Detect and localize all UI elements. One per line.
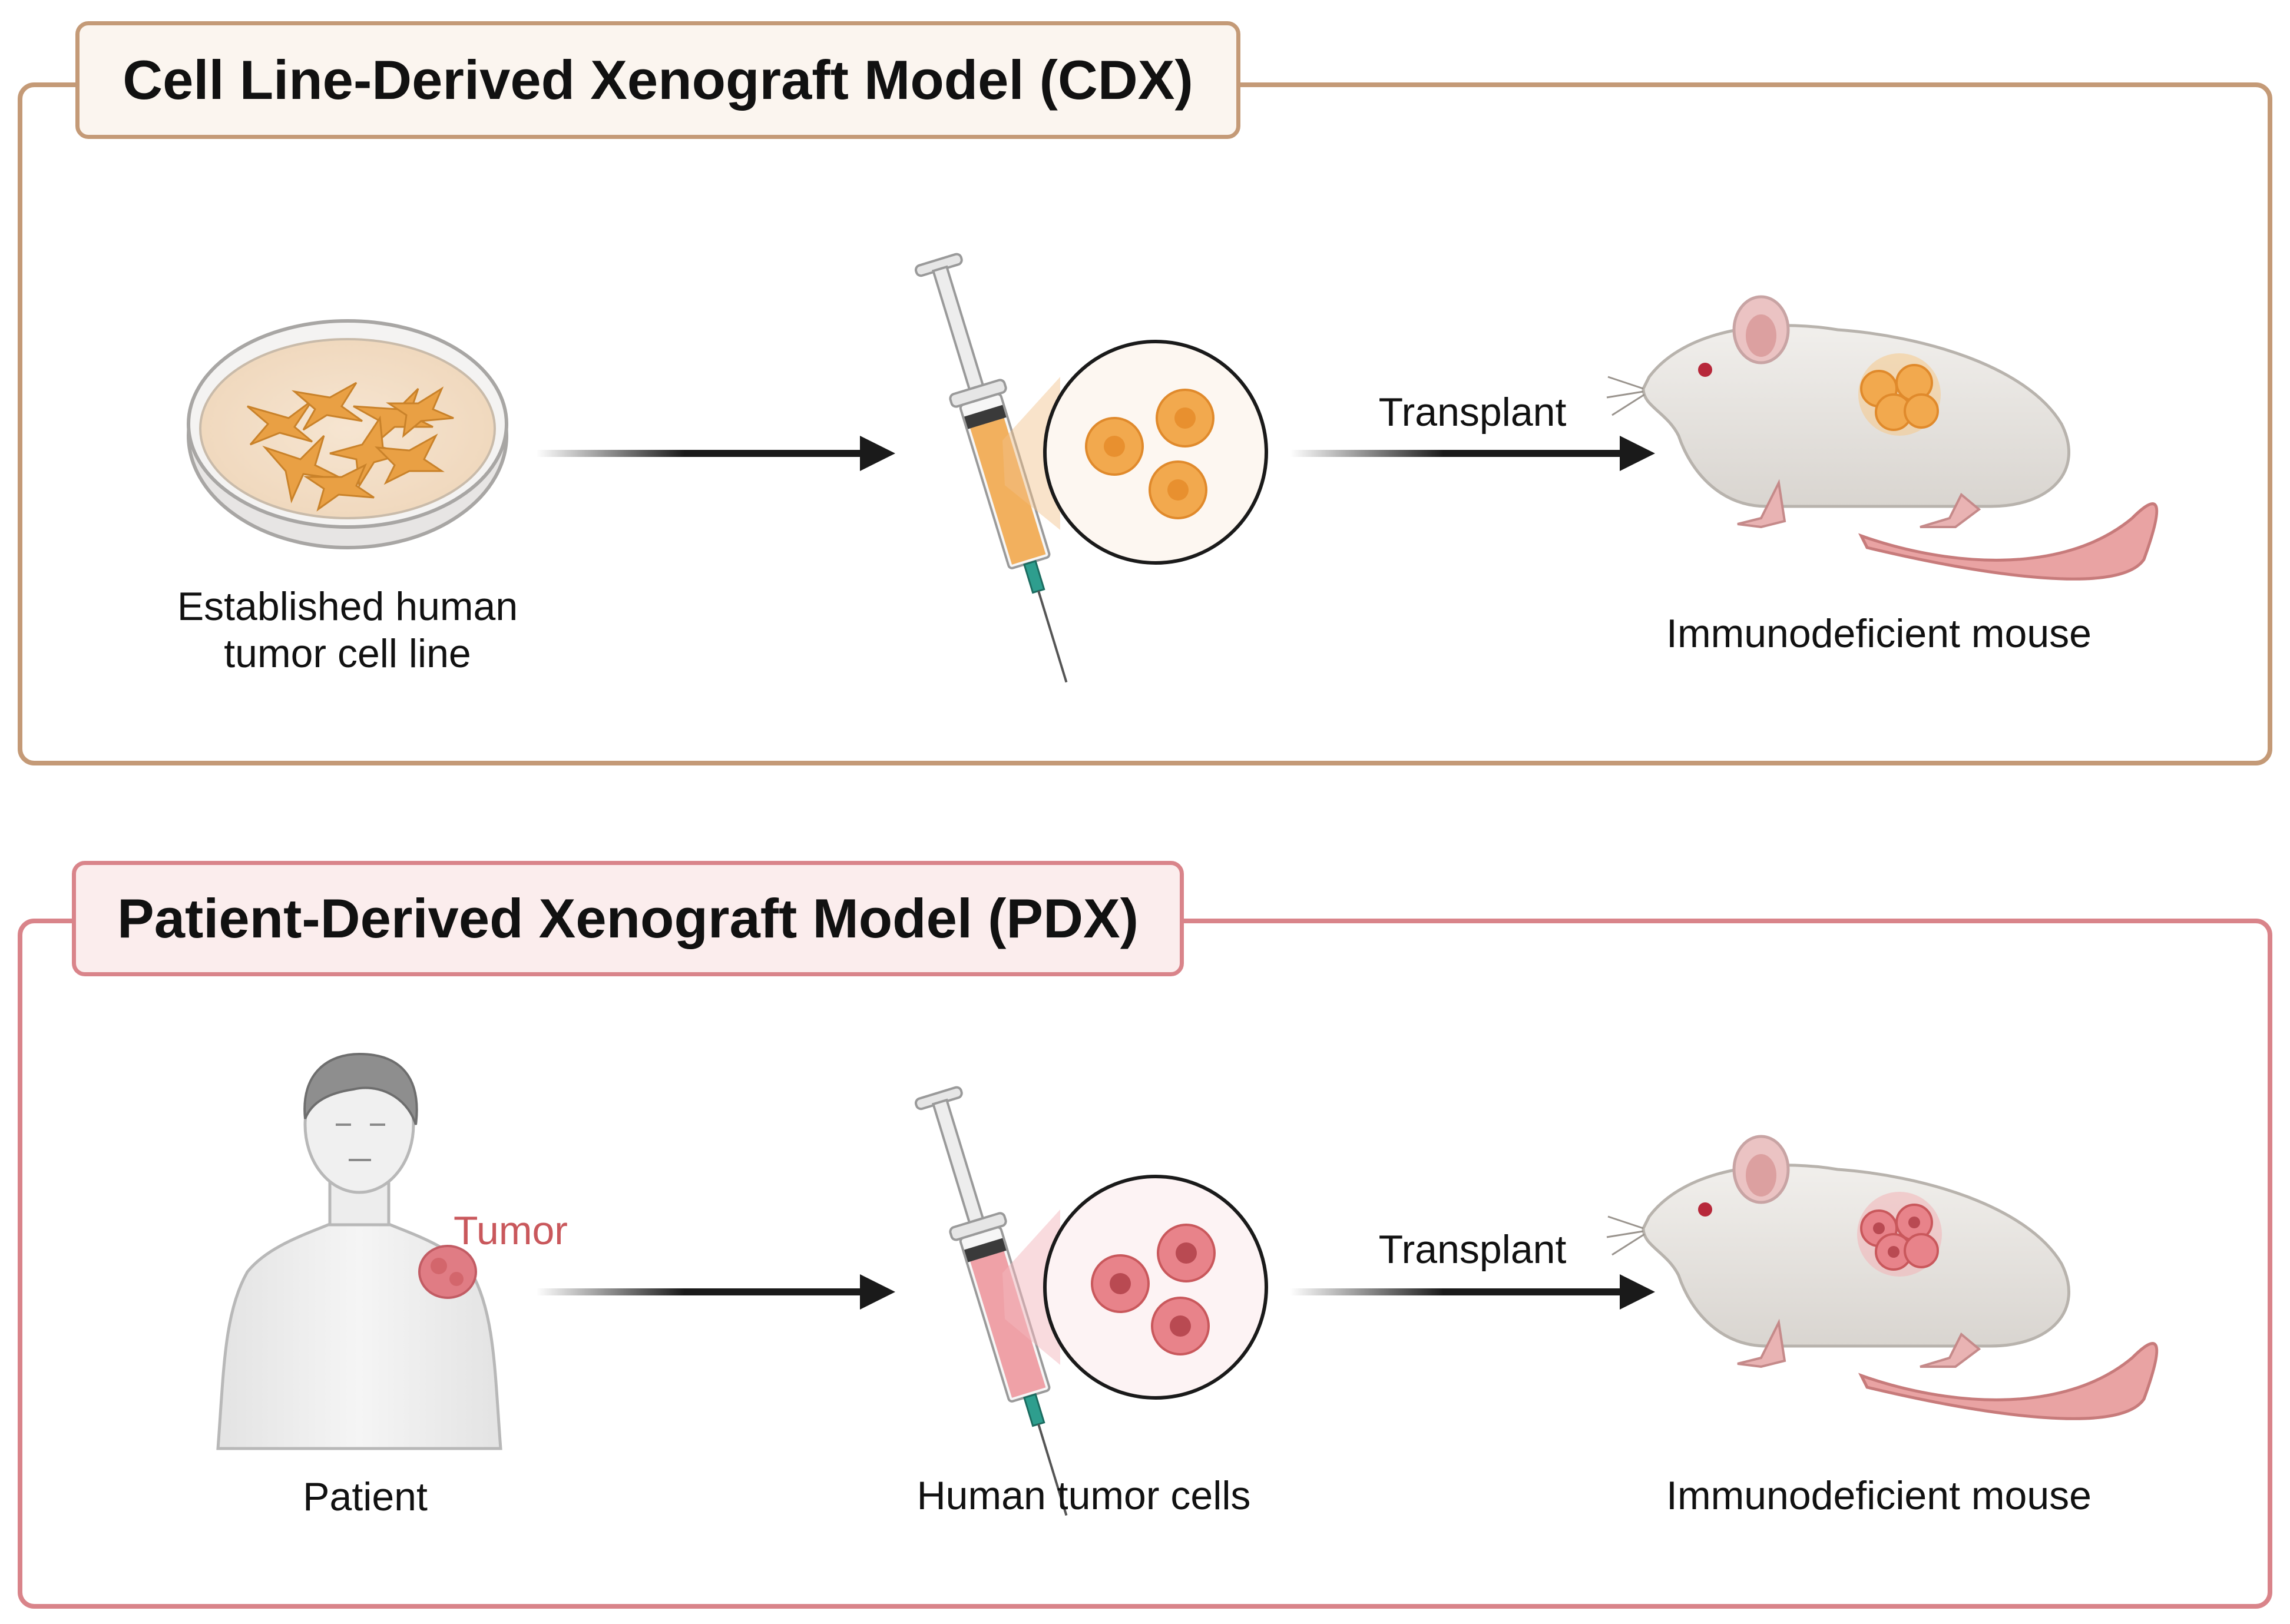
cdx-source-label: Established human tumor cell line — [112, 583, 583, 677]
pdx-transplant-label: Transplant — [1378, 1227, 1567, 1272]
magnified-cells-circle — [1043, 340, 1268, 565]
magnified-cells-circle — [1043, 1175, 1268, 1400]
patient-tumor — [418, 1245, 477, 1299]
petri-dish-icon — [187, 319, 508, 549]
cdx-transplant-label: Transplant — [1378, 390, 1567, 435]
pdx-tumor-label: Tumor — [454, 1208, 568, 1253]
syringe-icon — [914, 253, 1068, 683]
cdx-target-label: Immunodeficient mouse — [1666, 611, 2092, 656]
arrow-patient-to-syringe — [536, 1274, 895, 1310]
pdx-target-label: Immunodeficient mouse — [1666, 1473, 2092, 1518]
pdx-source-label: Patient — [303, 1474, 428, 1519]
magnify-cone — [1002, 377, 1060, 530]
pdx-cells-label: Human tumor cells — [916, 1473, 1251, 1518]
mouse-icon — [1606, 1135, 2159, 1420]
xenograft-tumor-cdx — [1858, 353, 1941, 436]
mouse-icon — [1606, 295, 2159, 581]
xenograft-tumor-pdx — [1857, 1192, 1942, 1277]
arrow-transplant-pdx — [1290, 1274, 1655, 1310]
arrow-dish-to-syringe — [536, 436, 895, 471]
cdx-source-label-line2: tumor cell line — [224, 631, 471, 676]
cdx-title-tab: Cell Line-Derived Xenograft Model (CDX) — [75, 21, 1240, 139]
patient-icon — [216, 1052, 502, 1450]
cdx-title: Cell Line-Derived Xenograft Model (CDX) — [123, 49, 1193, 111]
magnify-cone — [1002, 1209, 1060, 1365]
arrow-transplant-cdx — [1290, 436, 1655, 471]
cdx-source-label-line1: Established human — [177, 584, 518, 629]
pdx-title: Patient-Derived Xenograft Model (PDX) — [117, 887, 1139, 949]
pdx-title-tab: Patient-Derived Xenograft Model (PDX) — [72, 861, 1184, 976]
